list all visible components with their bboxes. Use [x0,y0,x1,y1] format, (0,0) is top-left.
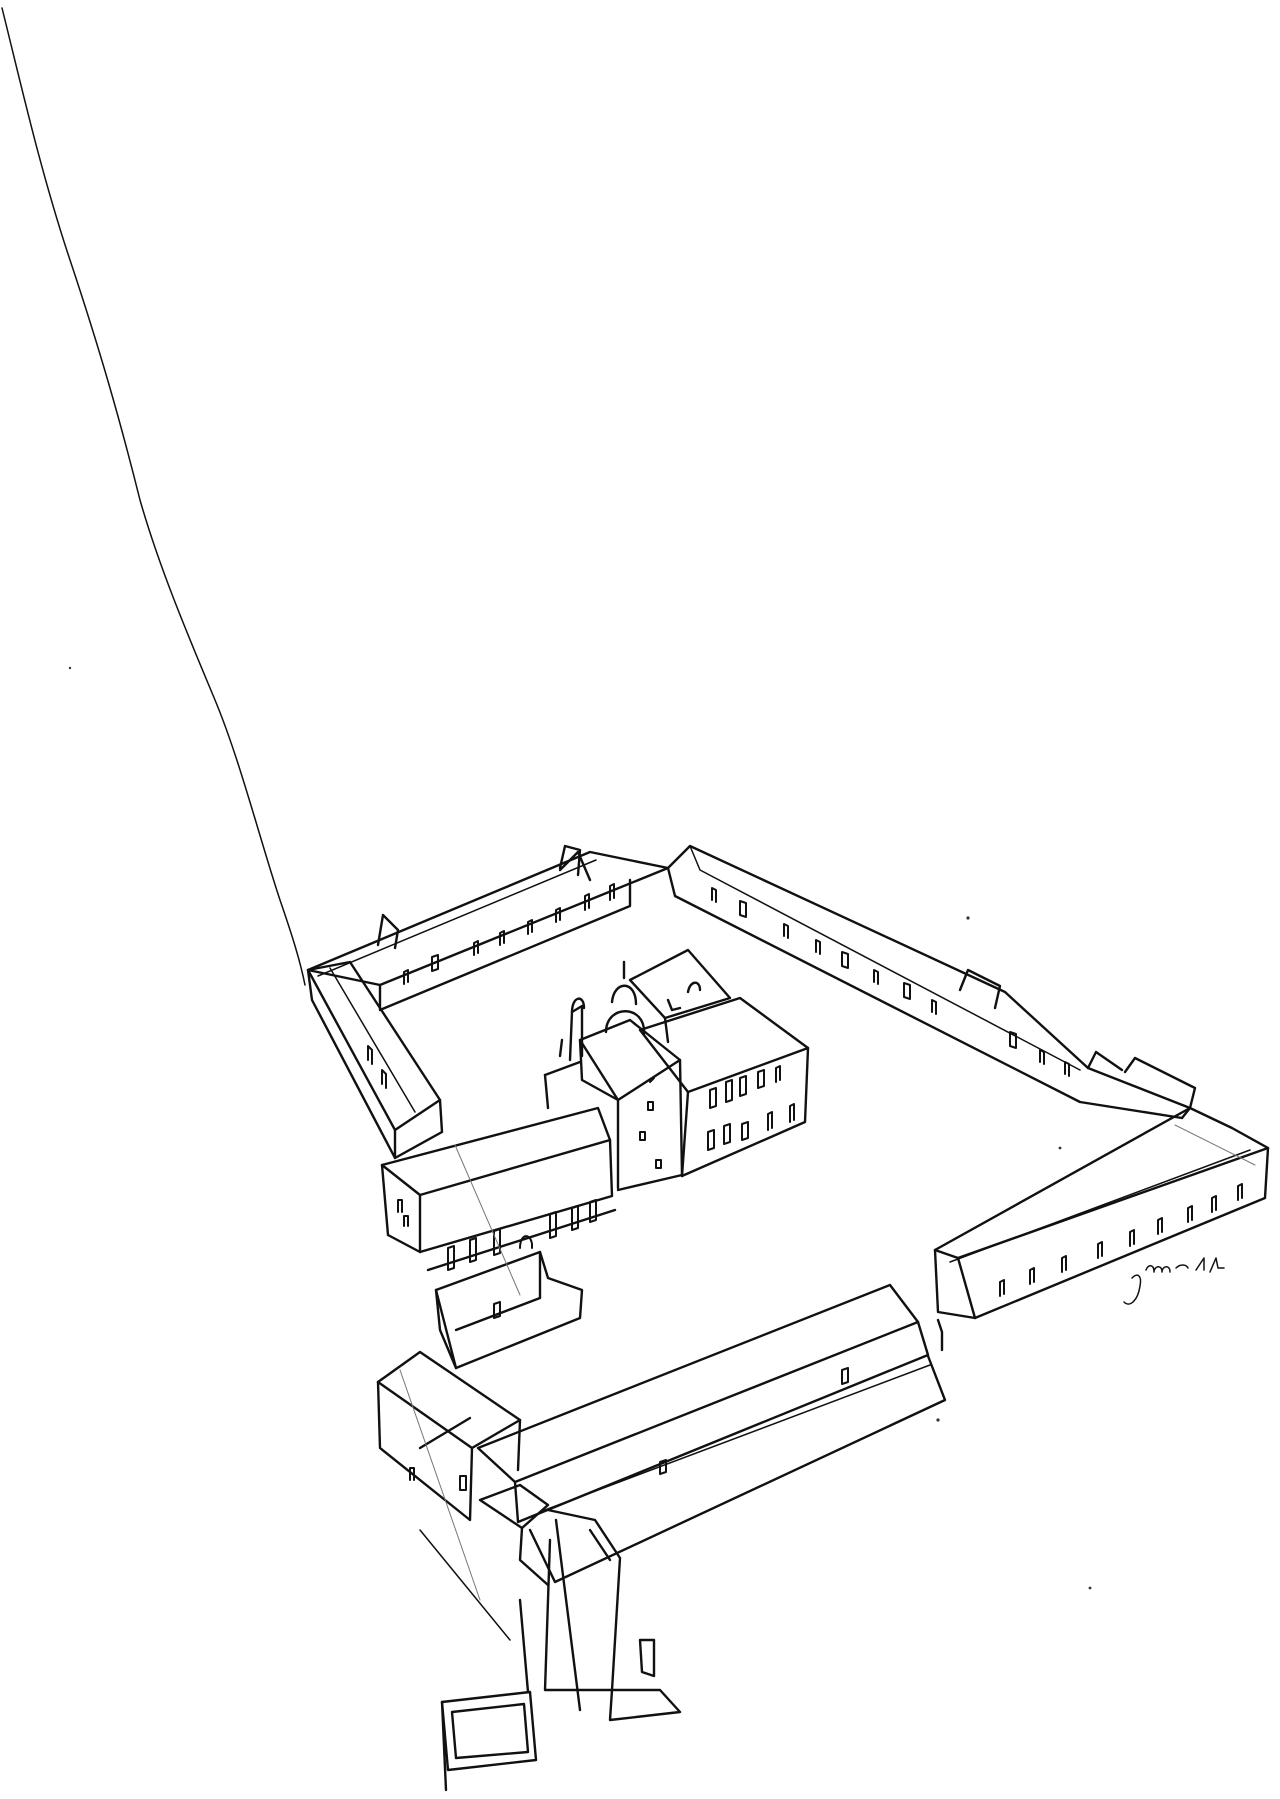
small-house [434,1250,584,1370]
south-stub-wing [478,1483,682,1722]
east-wing [933,1106,1270,1320]
south-gate-range [476,1283,947,1584]
annex-windows [707,1065,795,1151]
long-guide-line [1,7,306,986]
signature-jmr-14 [1123,1257,1225,1305]
north-east-wing-windows [711,887,1070,1077]
ink-specks [68,666,1092,1590]
small-box [419,1529,538,1792]
gabled-block [376,1350,522,1522]
west-wing [306,960,444,1160]
north-west-wing [306,844,670,1012]
north-east-wing [666,844,1197,1120]
central-church [380,948,810,1272]
east-wing-windows [999,1183,1243,1297]
north-west-wing-windows [403,883,615,985]
